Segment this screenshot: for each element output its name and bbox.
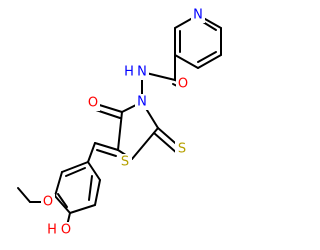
svg-text:O: O: [43, 195, 53, 210]
svg-text:S: S: [178, 142, 186, 157]
bond-line: [57, 193, 68, 208]
atom-labels: N O N H N O S S: [41, 7, 205, 238]
bond-line: [117, 111, 123, 151]
bond-line: [94, 142, 119, 151]
bond-line: [65, 167, 86, 177]
ring-sulfur: S: [118, 154, 132, 170]
svg-text:O: O: [88, 96, 98, 111]
bond-line: [87, 142, 96, 163]
amide-nitrogen: N: [135, 64, 149, 80]
bond-line: [153, 132, 179, 155]
pyridine-nitrogen: N: [191, 7, 205, 23]
svg-text:H: H: [47, 223, 57, 238]
svg-text:H: H: [124, 65, 134, 80]
bond-line: [61, 161, 89, 173]
bond-line: [17, 187, 31, 203]
amide-hydrogen: H: [122, 64, 136, 80]
bond-line: [174, 54, 199, 69]
thiazolidine-nitrogen: N: [135, 94, 149, 110]
svg-text:O: O: [178, 77, 188, 92]
bond-line: [69, 204, 96, 214]
bond-line: [88, 175, 93, 201]
bond-line: [202, 21, 217, 31]
bond-line: [54, 171, 63, 197]
bond-line: [96, 149, 117, 157]
svg-text:N: N: [137, 65, 147, 80]
svg-text:N: N: [193, 8, 203, 23]
amide-oxygen: O: [176, 76, 190, 92]
bond-line: [54, 195, 71, 214]
svg-text:N: N: [137, 95, 147, 110]
svg-text:O: O: [61, 223, 71, 238]
bond-line: [94, 179, 101, 206]
hydroxyl-group: H O: [45, 222, 75, 238]
svg-text:S: S: [121, 155, 129, 170]
bond-line: [87, 161, 101, 181]
thione-sulfur: S: [175, 141, 189, 157]
bond-line: [197, 54, 222, 69]
molecule-structure: N O N H N O S S: [17, 7, 222, 238]
ring-carbonyl-oxygen: O: [86, 95, 100, 111]
methoxy-oxygen: O: [41, 194, 55, 210]
bond-line: [197, 51, 217, 63]
bond-line: [95, 109, 121, 119]
